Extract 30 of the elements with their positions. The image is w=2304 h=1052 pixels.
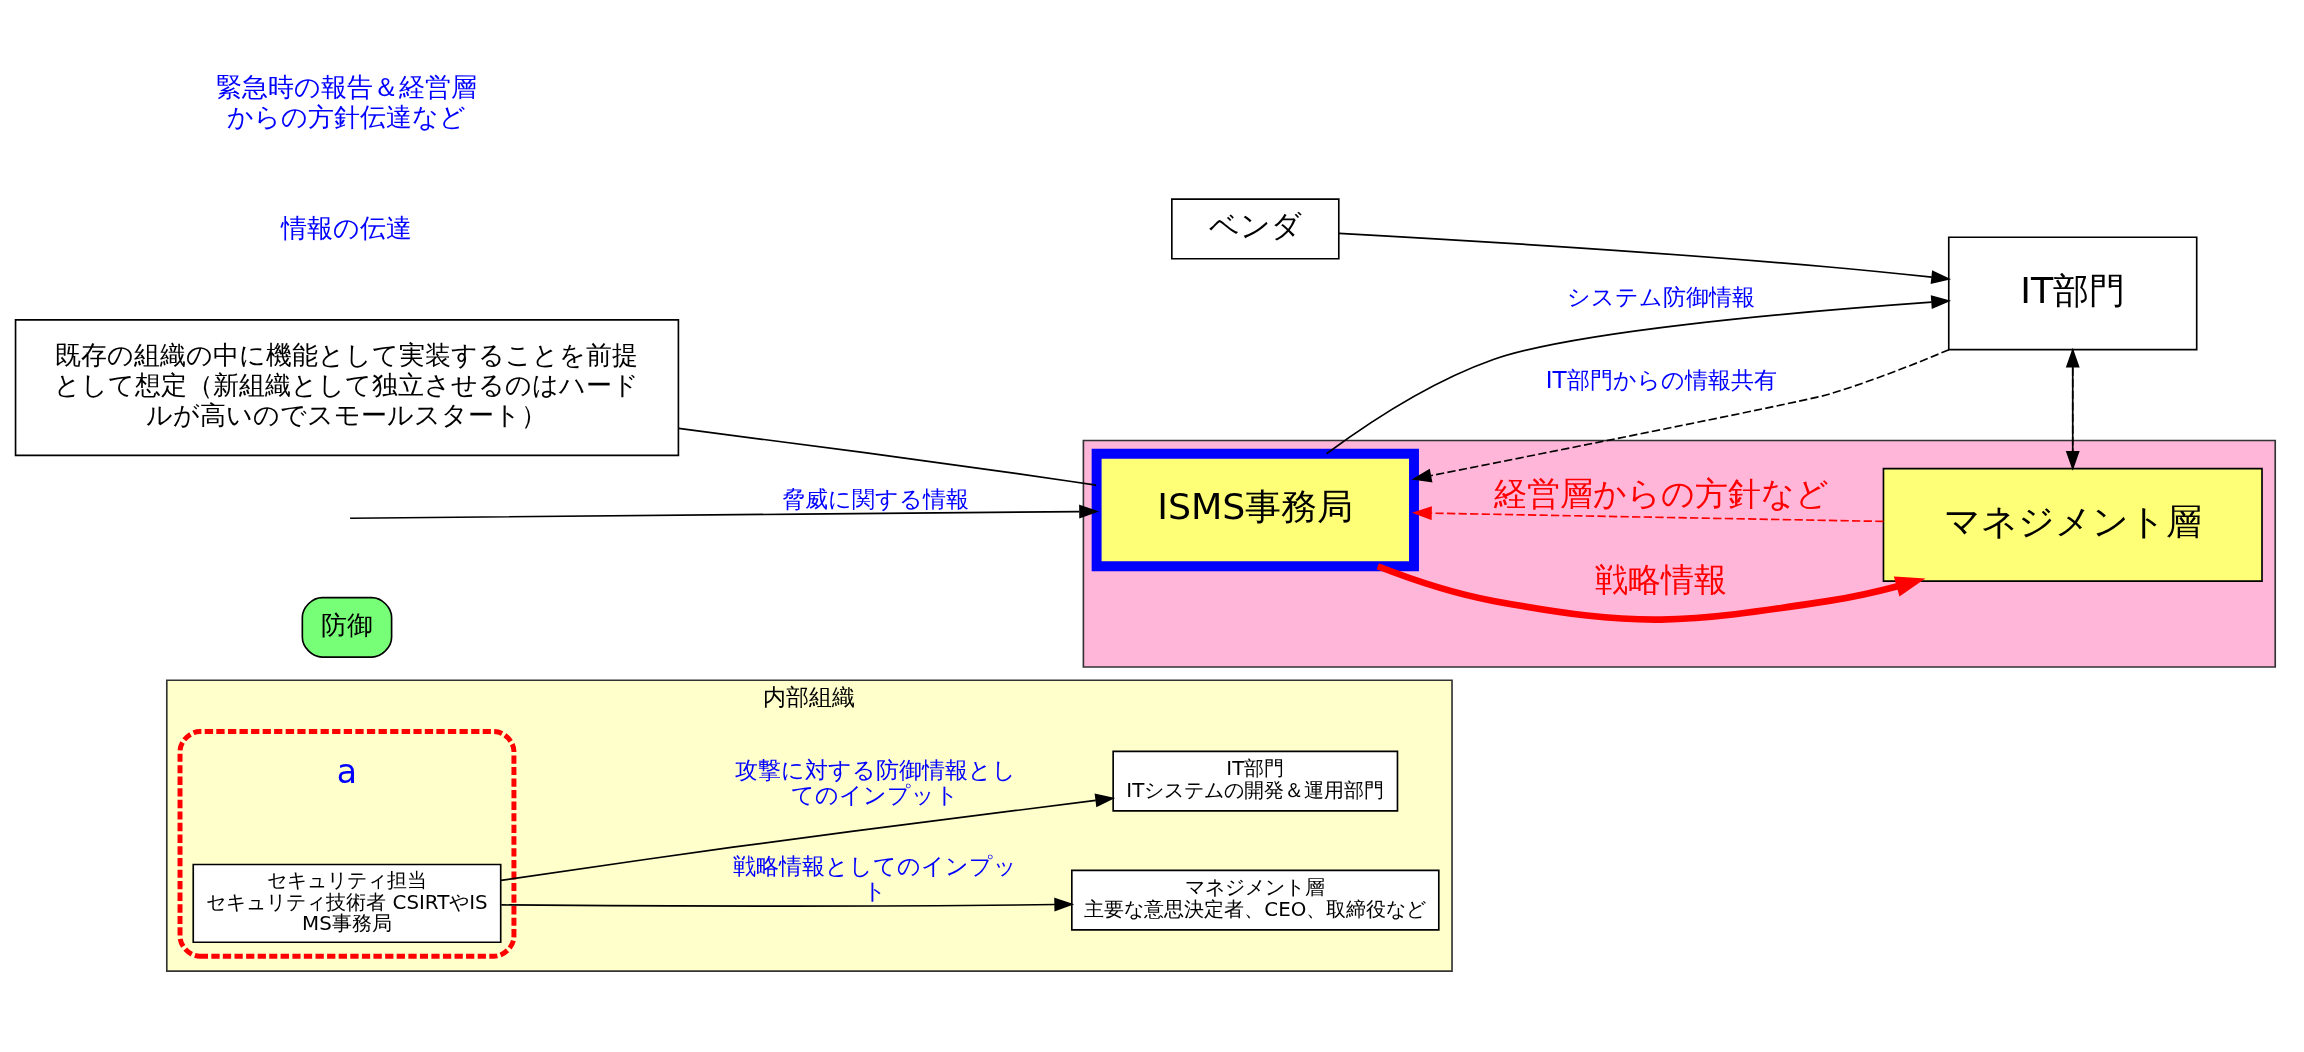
label: 情報の伝達 — [281, 211, 413, 243]
arrow — [1325, 294, 1952, 455]
edge-label: 経営層からの方針など — [1493, 473, 1829, 513]
node-box: 既存の組織の中に機能として実装することを前提として想定（新組織として独立させるのはハードルが高いのでスモールスタート） — [14, 318, 680, 456]
label: 緊急時の報告＆経営層からの方針伝達など — [216, 70, 478, 132]
arrow — [1411, 348, 1950, 482]
edge-label: 戦略情報としてのインプット — [733, 852, 1018, 904]
arrow — [1411, 505, 1885, 522]
arrow — [500, 897, 1075, 911]
cluster — [1082, 439, 2277, 668]
arrow — [1338, 232, 1952, 284]
node-box: セキュリティ担当 セキュリティ技術者 CSIRTやISMS事務局 — [192, 863, 502, 943]
arrow — [1376, 562, 1926, 623]
node-label: a — [336, 751, 358, 791]
node-box: マネジメント層 — [1882, 467, 2263, 582]
cluster — [177, 728, 517, 959]
node-box: マネジメント層 主要な意思決定者、CEO、取締役など — [1071, 869, 1440, 931]
arrow — [500, 792, 1116, 881]
node-box: IT部門 — [1947, 235, 2198, 350]
node-box: ベンダ — [1171, 197, 1340, 260]
edge-label: 脅威に関する情報 — [781, 485, 969, 512]
edge-label: IT部門からの情報共有 — [1545, 366, 1777, 393]
connector — [677, 427, 1097, 486]
node-box: IT部門 ITシステムの開発＆運用部門 — [1112, 750, 1399, 812]
arrow — [349, 504, 1100, 519]
edge-label: システム防御情報 — [1567, 283, 1756, 310]
node-box: 防御 — [301, 596, 393, 658]
edge-label: 戦略情報 — [1595, 559, 1728, 599]
node-box: ISMS事務局 — [1091, 448, 1419, 571]
edge-label: 攻撃に対する防御情報としてのインプット — [734, 756, 1016, 808]
